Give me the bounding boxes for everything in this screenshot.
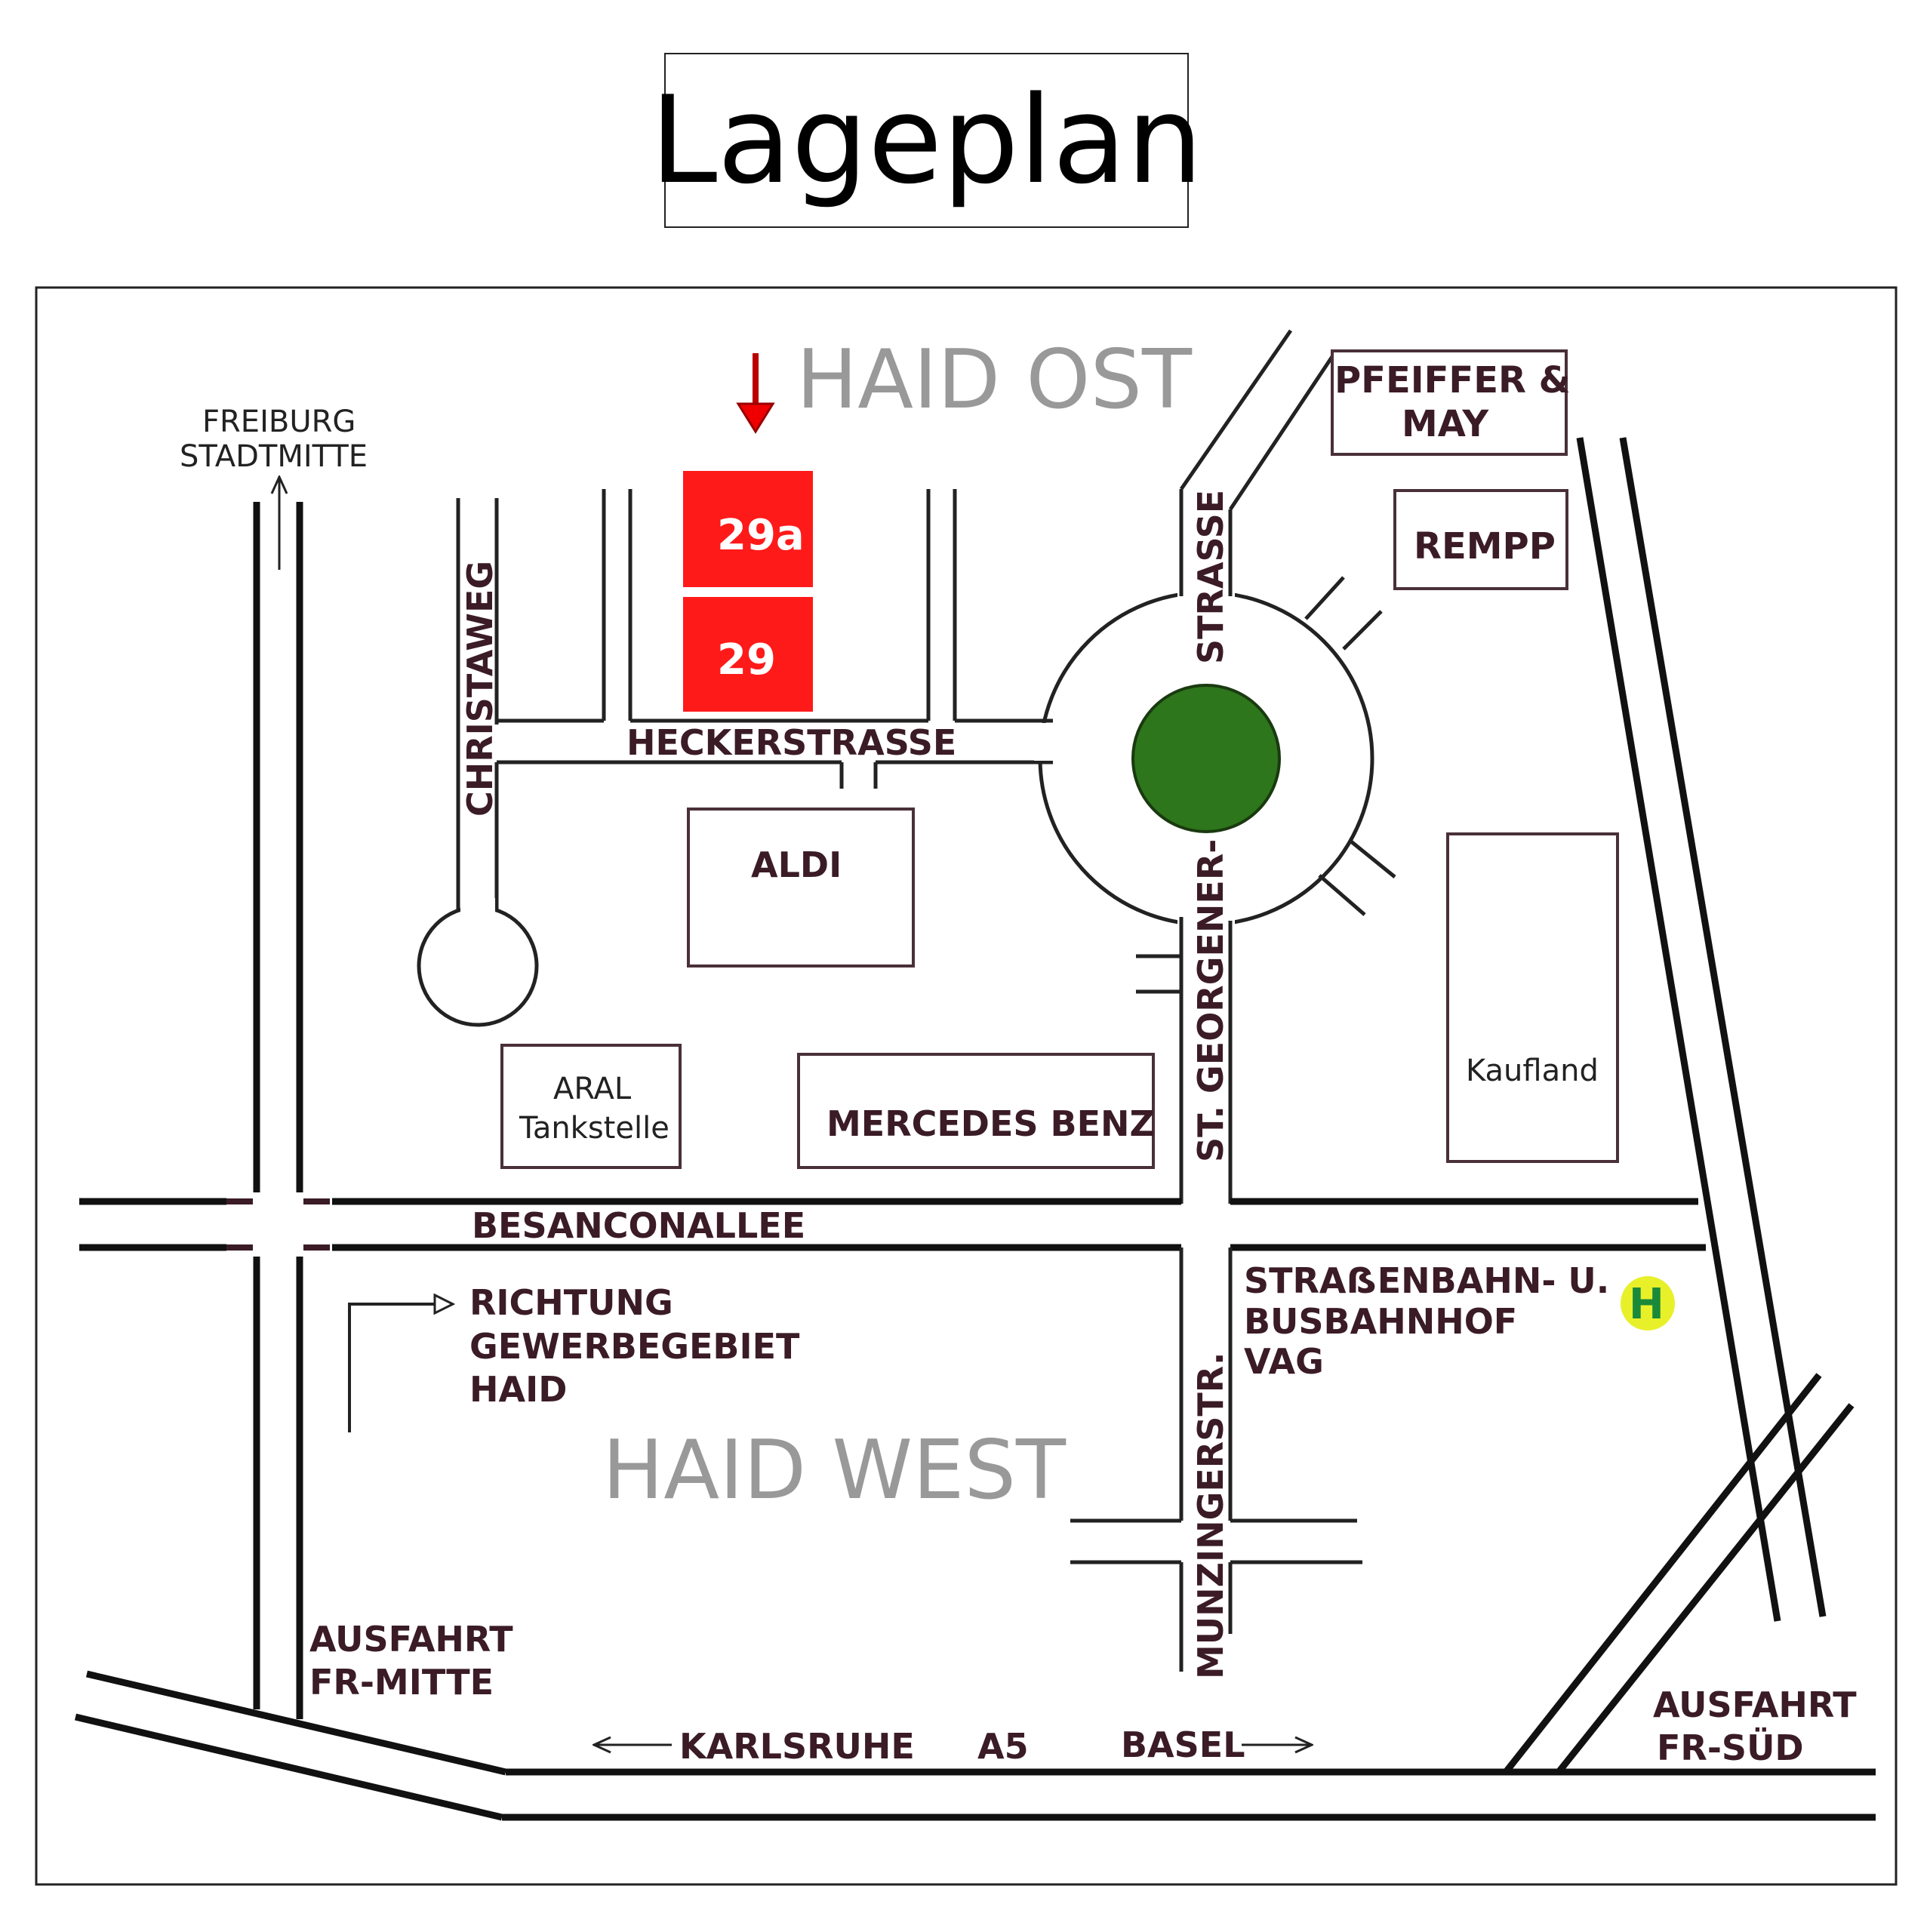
- building-aldi: [687, 808, 915, 968]
- freiburg-label-2: STADTMITTE: [180, 439, 368, 474]
- location-arrow-icon: [736, 353, 775, 434]
- bus-stop-icon: H: [1621, 1276, 1675, 1331]
- station-label-2: BUSBAHNHOF: [1244, 1301, 1517, 1342]
- aldi-label: ALDI: [751, 844, 842, 885]
- munzingerstr-road: [1070, 1247, 1362, 1672]
- ausfahrt-mitte-label-2: FR-MITTE: [309, 1662, 494, 1703]
- pfeiffer-label-2: MAY: [1402, 403, 1489, 445]
- svg-text:H: H: [1629, 1280, 1664, 1329]
- station-label-3: VAG: [1244, 1341, 1324, 1382]
- building-29: [683, 597, 813, 712]
- building-29-label: 29: [717, 635, 776, 685]
- a5-highway: [74, 1670, 1876, 1821]
- page-title: Lageplan: [650, 69, 1203, 211]
- kaufland-label: Kaufland: [1466, 1054, 1599, 1088]
- besanconallee-label: BESANCONALLEE: [472, 1205, 805, 1246]
- station-label-1: STRAẞENBAHN- U.: [1244, 1260, 1609, 1301]
- heckerstrasse-road: [497, 489, 1053, 789]
- christaweg-label: CHRISTAWEG: [460, 561, 500, 817]
- christaweg-road: [417, 498, 539, 1027]
- st-georgener-label: ST. GEORGENER-: [1190, 839, 1231, 1162]
- munzingerstr-label: MUNZINGERSTR.: [1190, 1352, 1231, 1679]
- heckerstrasse-label: HECKERSTRASSE: [626, 722, 956, 763]
- east-highway: [1503, 437, 1855, 1774]
- a5-label: A5: [977, 1726, 1029, 1767]
- ausfahrt-sued-label-2: FR-SÜD: [1657, 1727, 1804, 1768]
- title-box: Lageplan: [650, 53, 1203, 228]
- building-mercedes: [797, 1053, 1155, 1169]
- freiburg-road: [226, 502, 332, 1719]
- pfeiffer-label-1: PFEIFFER &: [1334, 359, 1571, 401]
- building-rempp: [1393, 489, 1568, 590]
- richtung-arrow-icon: [348, 1304, 453, 1432]
- ausfahrt-sued-label-1: AUSFAHRT: [1653, 1684, 1857, 1725]
- st-georgener-south-road: [1136, 917, 1233, 1204]
- building-29a: [683, 471, 813, 587]
- building-aral: [500, 1044, 682, 1169]
- district-haid-west: HAID WEST: [602, 1423, 1067, 1518]
- strasse-label: STRASSE: [1190, 490, 1231, 664]
- richtung-label-3: HAID: [469, 1369, 567, 1410]
- building-kaufland: [1446, 832, 1619, 1163]
- st-georgener-north-road: [1179, 329, 1338, 596]
- freiburg-label-1: FREIBURG: [202, 405, 356, 439]
- building-pfeiffer-may: [1331, 349, 1568, 456]
- mercedes-label: MERCEDES BENZ: [826, 1103, 1155, 1144]
- richtung-label-2: GEWERBEGEBIET: [469, 1326, 800, 1367]
- rempp-label: REMPP: [1414, 525, 1556, 568]
- karlsruhe-label: KARLSRUHE: [679, 1726, 915, 1767]
- aral-label-1: ARAL: [553, 1072, 632, 1106]
- roundabout: [1034, 576, 1396, 936]
- aral-label-2: Tankstelle: [519, 1111, 669, 1146]
- building-29a-label: 29a: [717, 511, 805, 560]
- ausfahrt-mitte-label-1: AUSFAHRT: [309, 1619, 513, 1660]
- richtung-label-1: RICHTUNG: [469, 1282, 673, 1323]
- basel-label: BASEL: [1121, 1724, 1245, 1765]
- district-haid-ost: HAID OST: [796, 333, 1193, 427]
